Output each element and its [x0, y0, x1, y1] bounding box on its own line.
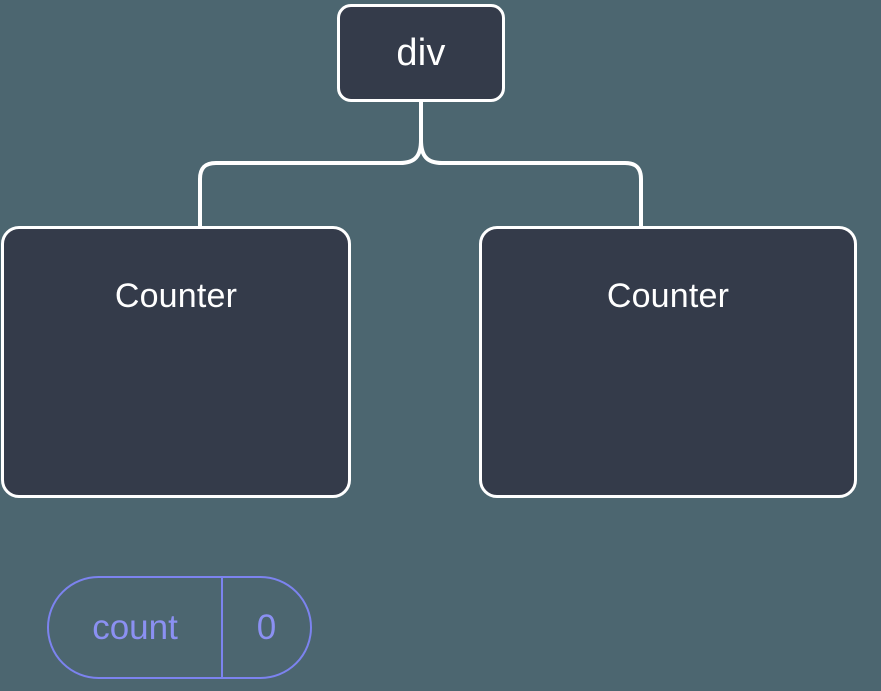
connector-to-right-child	[419, 138, 643, 228]
node-counter-right-label: Counter	[606, 277, 730, 315]
state-value-label: 0	[256, 608, 277, 647]
node-counter-left-label: Counter	[114, 277, 238, 315]
node-div-label: div	[396, 32, 446, 74]
connector-to-left-child	[198, 138, 423, 228]
state-pill-count-left[interactable]: count 0	[47, 576, 312, 679]
diagram-canvas: div Counter count 0 Counter count 1	[1, 4, 857, 679]
state-key-label: count	[49, 578, 223, 677]
node-div[interactable]: div	[337, 4, 505, 102]
node-counter-right[interactable]: Counter count 1	[479, 226, 857, 498]
node-counter-left[interactable]: Counter count 0	[1, 226, 351, 679]
